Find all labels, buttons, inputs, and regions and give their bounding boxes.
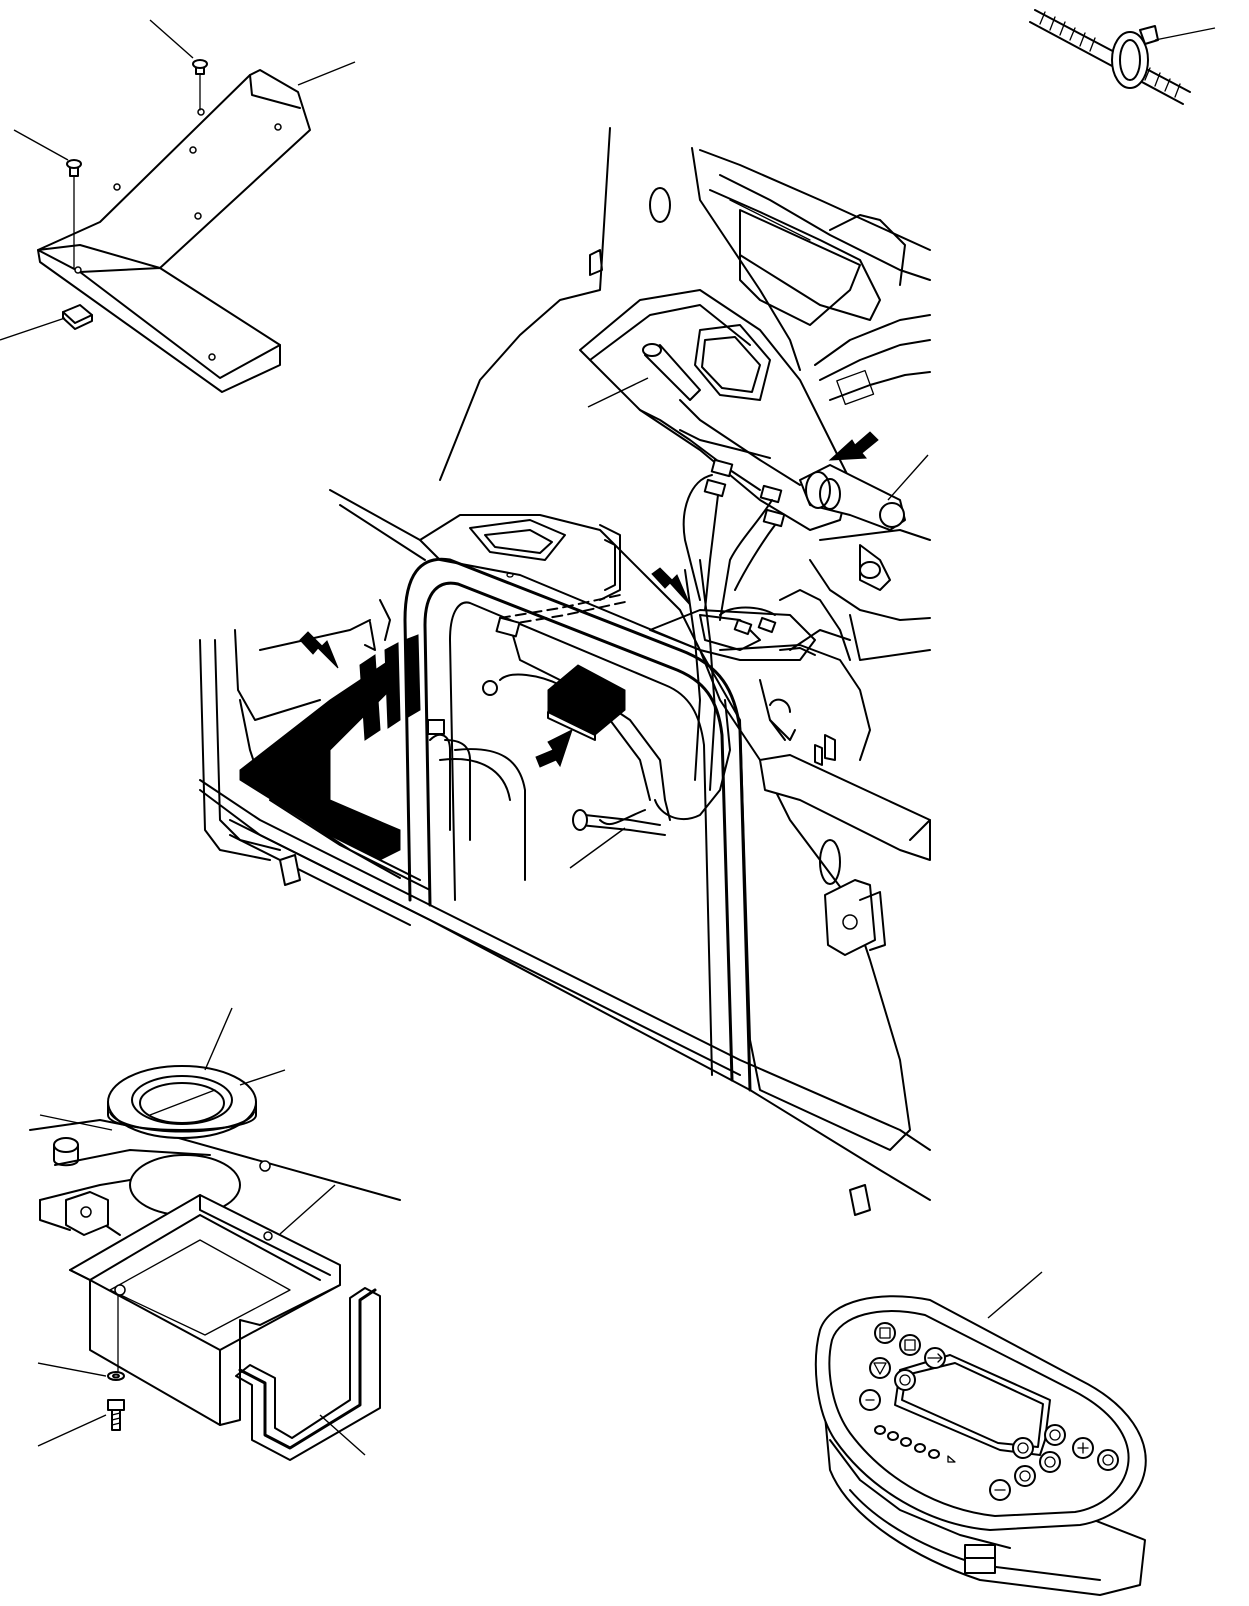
grommet-ring <box>107 1065 257 1139</box>
harness-clamp-group <box>1029 9 1216 105</box>
monitor-button[interactable] <box>1097 1449 1119 1471</box>
leader-line <box>37 1414 107 1447</box>
indicator-light <box>887 1431 899 1441</box>
bolt-icon <box>107 1399 125 1431</box>
monitor-button[interactable] <box>1044 1424 1066 1446</box>
monitor-button[interactable] <box>869 1357 891 1379</box>
u-bracket <box>238 1288 377 1450</box>
bolt-icon <box>192 59 208 111</box>
cover-plate-group <box>0 19 356 393</box>
monitor-button[interactable] <box>1072 1437 1094 1459</box>
monitor-button[interactable] <box>874 1322 896 1344</box>
leader-line <box>239 1069 286 1086</box>
indicator-light <box>914 1443 926 1453</box>
harness-grommet <box>572 809 588 831</box>
arrow-icon <box>828 431 879 461</box>
indicator-light <box>900 1437 912 1447</box>
leader-line <box>149 19 194 59</box>
leader-line <box>297 61 356 86</box>
leader-line <box>887 454 929 501</box>
washer-icon <box>107 1371 125 1381</box>
center-console <box>419 514 911 1151</box>
leader-line <box>279 1184 336 1235</box>
leader-line <box>987 1271 1043 1319</box>
monitor-button[interactable] <box>1014 1465 1036 1487</box>
u-frame <box>403 557 752 1092</box>
indicator-light <box>874 1425 886 1435</box>
floor-bracket <box>279 854 301 886</box>
monitor-button[interactable] <box>859 1389 881 1411</box>
leader-line <box>319 1414 366 1456</box>
clip-nut-icon <box>62 304 93 330</box>
leader-line <box>569 827 626 869</box>
leader-line <box>0 317 66 341</box>
cab-console-group <box>199 127 931 1216</box>
indicator-light <box>928 1449 940 1459</box>
monitor-button[interactable] <box>1012 1437 1034 1459</box>
leader-line <box>1154 27 1216 41</box>
arrow-icon <box>651 567 691 606</box>
monitor-button[interactable] <box>899 1334 921 1356</box>
leader-line <box>204 1007 233 1071</box>
monitor-button[interactable] <box>989 1479 1011 1501</box>
leader-line <box>587 377 649 408</box>
cover-plate-flange <box>37 249 281 393</box>
harness-clamp-icon <box>1111 31 1149 89</box>
wire-harness <box>429 733 451 831</box>
leader-line <box>13 129 69 161</box>
monitor-button[interactable] <box>1039 1451 1061 1473</box>
monitor-panel-group <box>814 1271 1147 1596</box>
floor-bracket <box>849 1184 871 1216</box>
tray-group <box>29 1007 401 1461</box>
monitor-button[interactable] <box>894 1369 916 1391</box>
bolt-icon <box>66 159 82 269</box>
monitor-button[interactable] <box>924 1347 946 1369</box>
arrow-icon <box>299 631 339 669</box>
cover-plate <box>37 69 311 269</box>
right-post <box>759 754 931 861</box>
leader-line <box>39 1114 113 1131</box>
arrow-icon <box>535 729 573 768</box>
leader-line <box>37 1362 107 1377</box>
